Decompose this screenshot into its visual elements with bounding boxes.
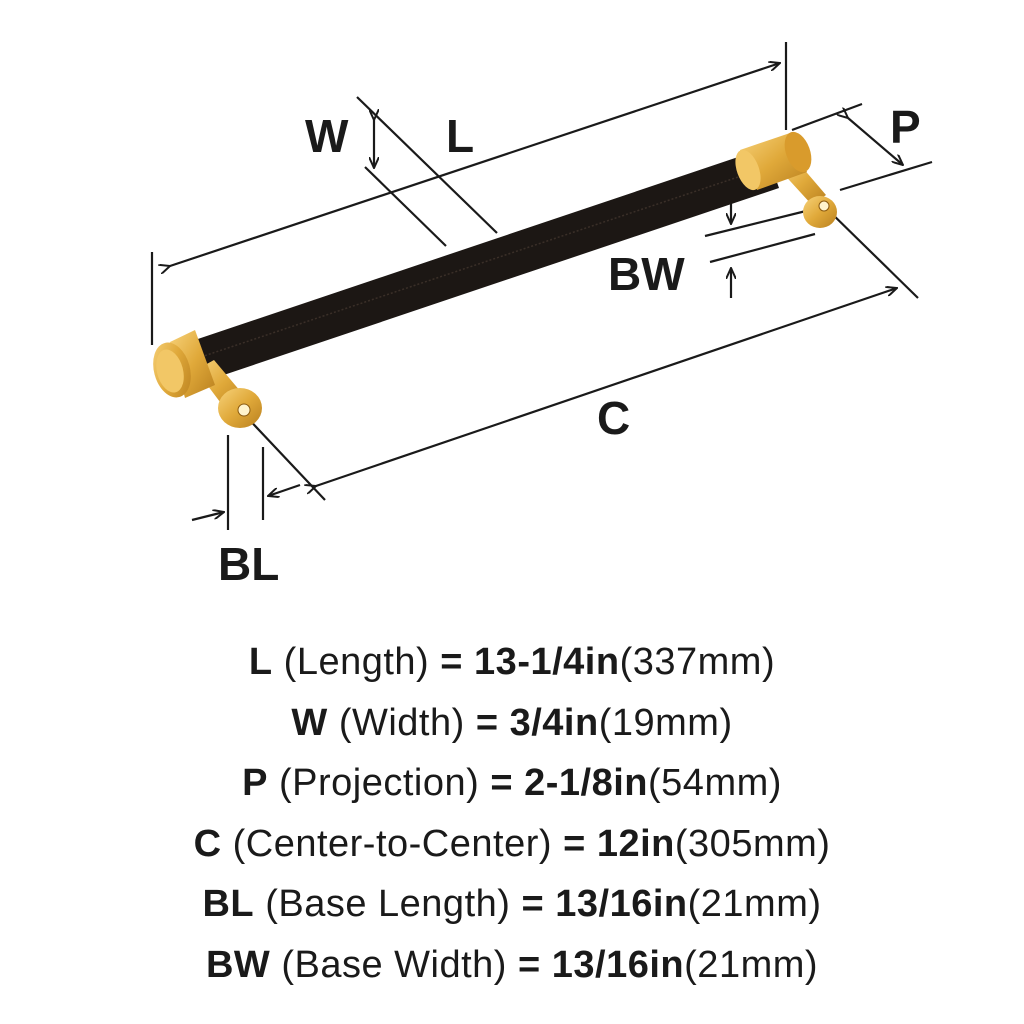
- spec-imperial: 3/4in: [509, 701, 599, 744]
- spec-key: C: [193, 822, 222, 865]
- label-c: C: [597, 392, 630, 444]
- spec-name: (Center-to-Center): [232, 822, 553, 865]
- spec-row-projection: P (Projection) = 2-1/8in(54mm): [0, 753, 1024, 814]
- spec-key: BW: [205, 943, 271, 986]
- bw-guide-bottom: [709, 232, 816, 264]
- spec-metric: (21mm): [687, 883, 822, 925]
- spec-imperial: 13/16in: [551, 943, 685, 986]
- spec-equals: =: [440, 641, 463, 683]
- spec-key: W: [291, 701, 328, 744]
- bl-arrow-right: [268, 483, 301, 496]
- spec-name: (Base Width): [281, 943, 507, 986]
- label-l: L: [446, 110, 474, 162]
- spec-equals: =: [475, 701, 499, 744]
- spec-key: P: [242, 762, 268, 804]
- cabinet-pull-handle: [153, 131, 837, 428]
- leather-bar: [180, 148, 779, 385]
- c-extension-left: [241, 411, 326, 501]
- spec-row-base-width: BW (Base Width) = 13/16in(21mm): [0, 935, 1024, 996]
- bar-stitching: [185, 165, 772, 363]
- spec-metric: (21mm): [684, 943, 819, 986]
- spec-metric: (54mm): [648, 762, 782, 804]
- spec-row-width: W (Width) = 3/4in(19mm): [0, 693, 1024, 754]
- spec-row-center-to-center: C (Center-to-Center) = 12in(305mm): [0, 814, 1024, 875]
- left-cap: [153, 330, 215, 398]
- p-guide-bottom: [839, 160, 933, 192]
- spec-equals: =: [521, 883, 545, 925]
- w-guide-bottom: [364, 166, 447, 247]
- spec-metric: (305mm): [674, 822, 831, 865]
- spec-name: (Base Length): [265, 883, 511, 925]
- l-dimension-line: [170, 63, 780, 266]
- spec-imperial: 12in: [596, 822, 675, 865]
- label-bl: BL: [218, 538, 279, 590]
- spec-equals: =: [490, 762, 514, 804]
- label-bw: BW: [608, 248, 685, 300]
- spec-row-length: L (Length) = 13-1/4in(337mm): [0, 632, 1024, 693]
- spec-name: (Width): [338, 701, 465, 744]
- spec-imperial: 13/16in: [555, 883, 688, 925]
- p-dimension-arrow: [848, 118, 903, 165]
- w-guide-top: [356, 96, 498, 234]
- spec-key: BL: [202, 883, 255, 925]
- spec-name: (Projection): [279, 762, 480, 804]
- label-w: W: [305, 110, 349, 162]
- spec-imperial: 2-1/8in: [524, 762, 649, 804]
- right-cap: [735, 131, 812, 191]
- spec-row-base-length: BL (Base Length) = 13/16in(21mm): [0, 874, 1024, 935]
- bw-guide-top: [704, 208, 811, 238]
- spec-metric: (19mm): [598, 701, 733, 744]
- c-extension-right: [822, 204, 919, 299]
- label-p: P: [890, 101, 921, 153]
- bl-arrow-left: [191, 512, 224, 522]
- c-dimension-line: [316, 288, 897, 486]
- spec-imperial: 13-1/4in: [474, 641, 620, 683]
- spec-key: L: [248, 641, 273, 683]
- spec-equals: =: [563, 822, 586, 865]
- spec-metric: (337mm): [619, 641, 776, 683]
- spec-equals: =: [518, 943, 541, 986]
- p-guide-top: [791, 102, 863, 132]
- dimension-diagram: W L P BW C BL: [150, 42, 933, 590]
- spec-name: (Length): [283, 641, 430, 683]
- specifications-list: L (Length) = 13-1/4in(337mm) W (Width) =…: [0, 632, 1024, 995]
